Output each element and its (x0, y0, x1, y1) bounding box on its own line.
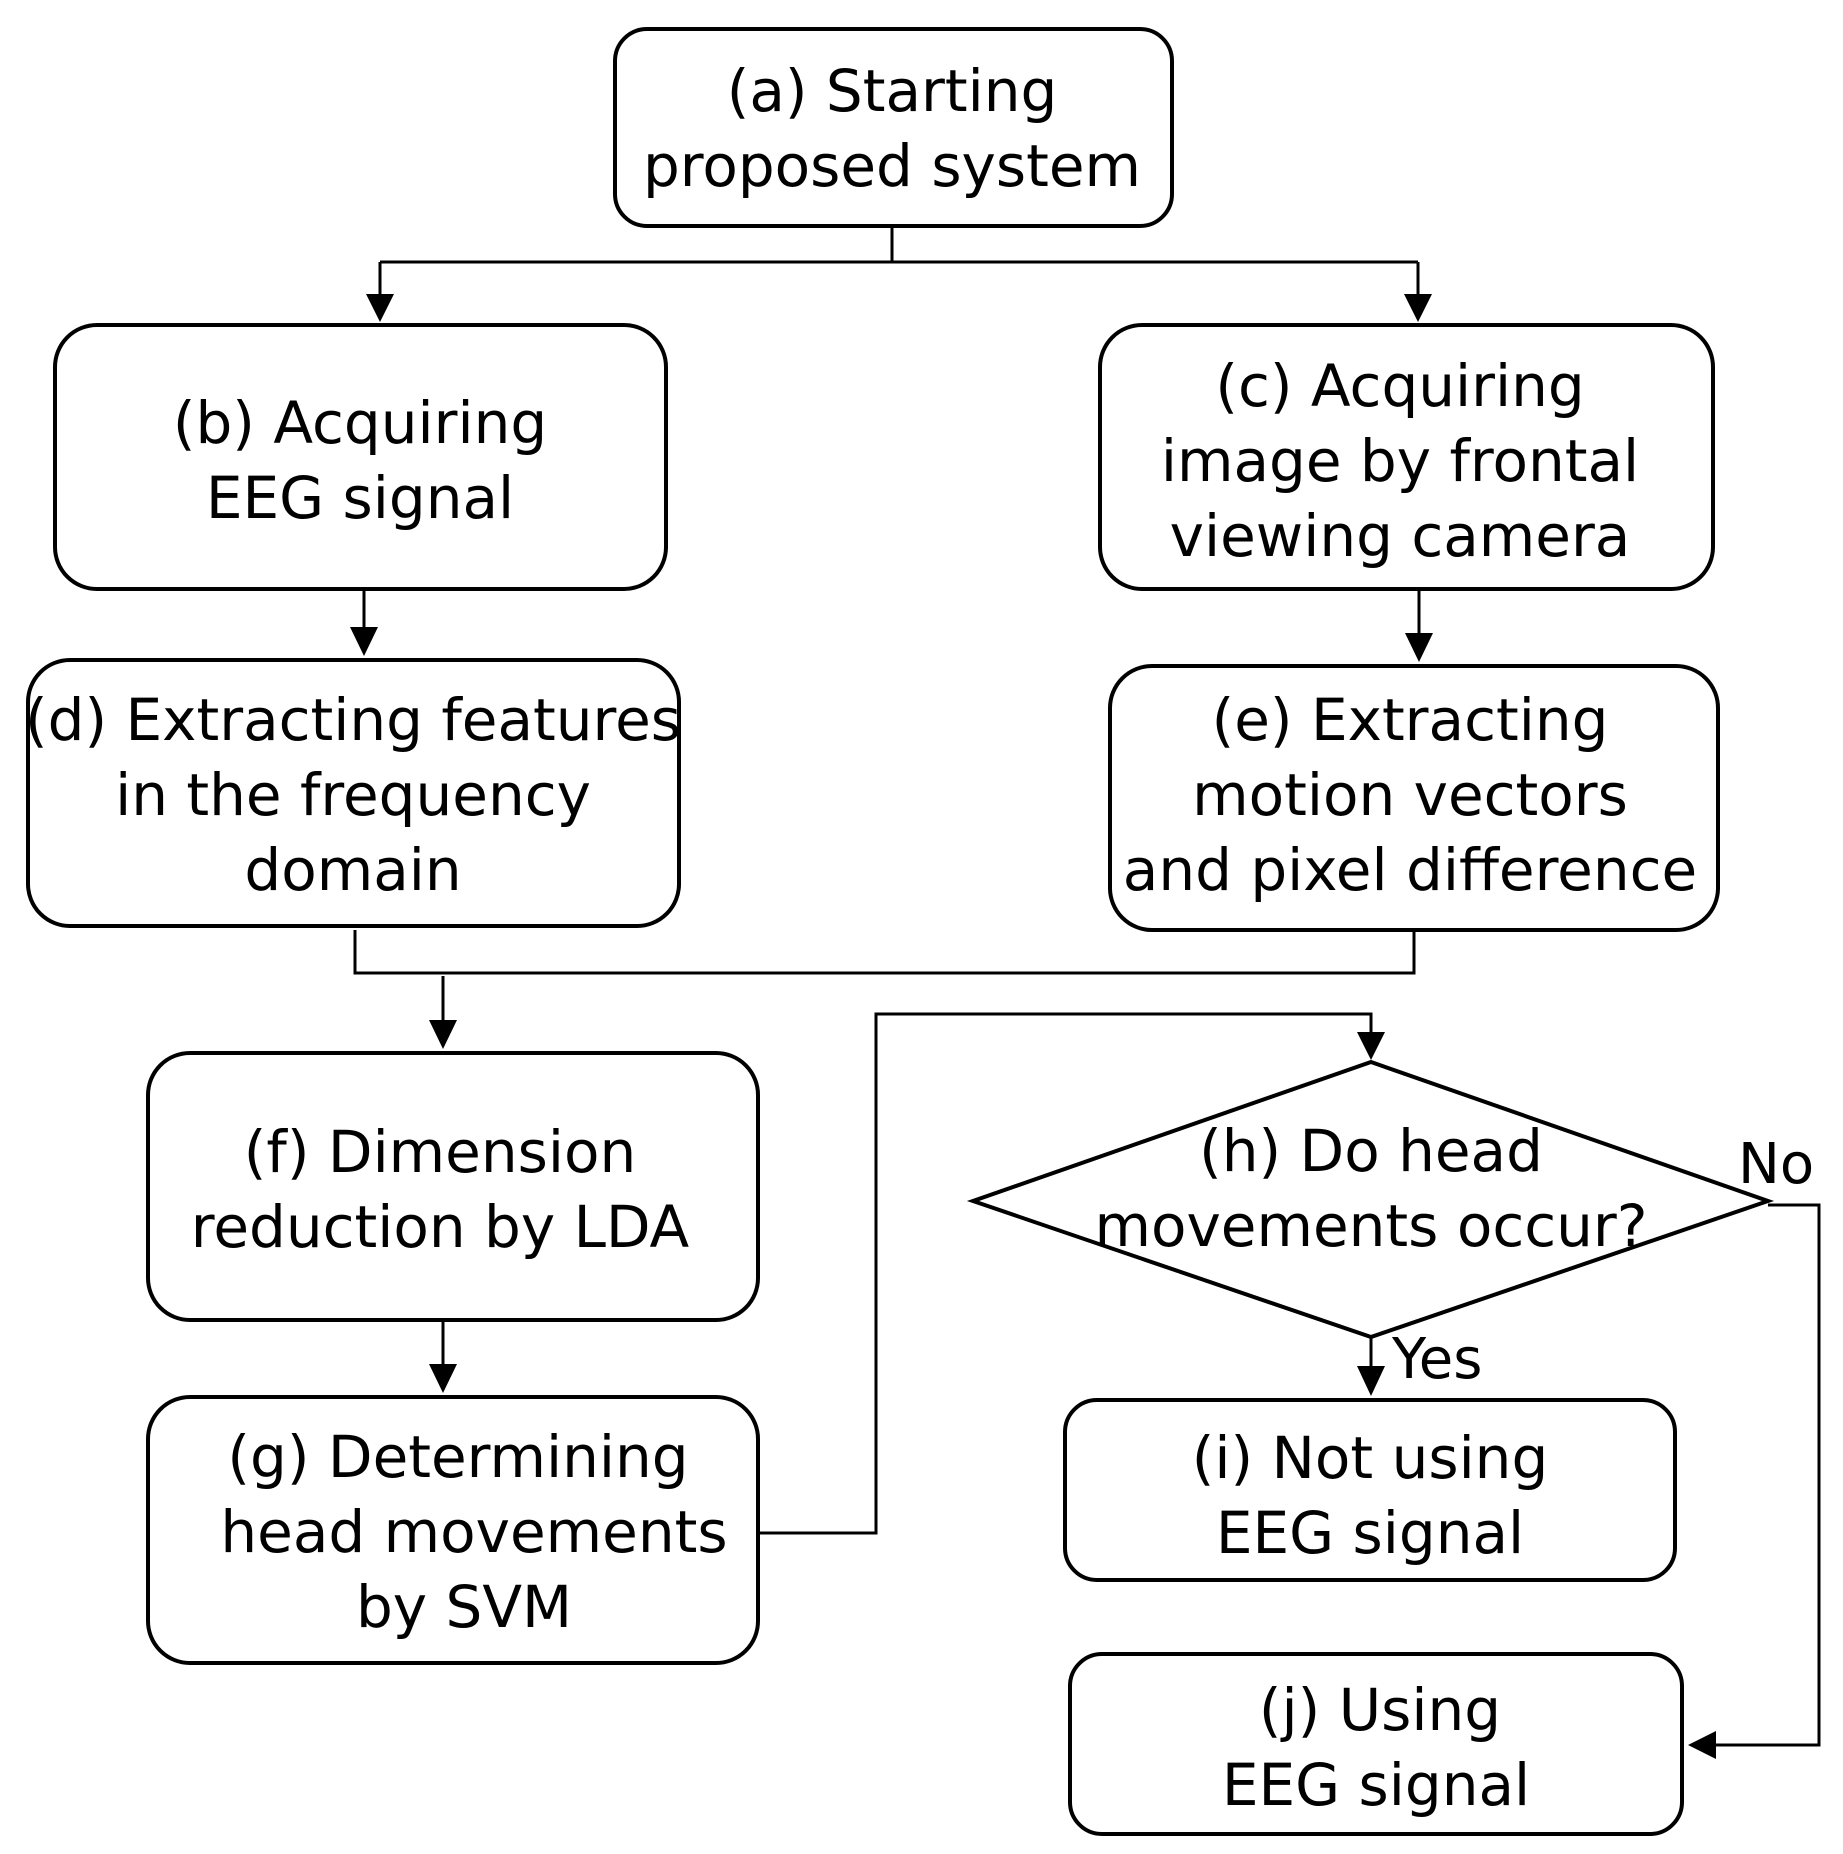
node-e-line1: (e) Extracting (1212, 686, 1609, 754)
connector-d-e-to-f (353, 930, 1416, 1024)
connector-a-to-b-c (378, 228, 1420, 298)
node-a-line2: proposed system (643, 132, 1141, 200)
node-f-lda: (f) Dimension reduction by LDA (146, 1051, 760, 1322)
node-f-line1: (f) Dimension (244, 1118, 636, 1186)
node-h-line1: (h) Do head (1199, 1117, 1543, 1185)
node-c-line2: image by frontal (1161, 427, 1639, 495)
arrowhead-to-d (350, 627, 378, 656)
node-h-decision: (h) Do head movements occur? (966, 1059, 1775, 1340)
node-g-line3: by SVM (356, 1573, 572, 1641)
arrowhead-to-f (429, 1020, 457, 1049)
node-a-line1: (a) Starting (727, 57, 1058, 125)
node-i-line2: EEG signal (1216, 1499, 1524, 1567)
node-b-line2: EEG signal (206, 464, 514, 532)
connector-h-to-j (1712, 1203, 1821, 1747)
node-g-line2: head movements (220, 1498, 727, 1566)
connector-g-to-h (760, 1012, 1373, 1535)
arrowhead-to-h (1357, 1032, 1385, 1060)
arrowhead-to-g (429, 1364, 457, 1393)
node-i-not-using-eeg: (i) Not using EEG signal (1063, 1398, 1677, 1582)
node-j-line2: EEG signal (1222, 1751, 1530, 1819)
arrowhead-to-b (366, 294, 394, 322)
arrowhead-to-c (1404, 294, 1432, 322)
node-d-line3: domain (244, 836, 461, 904)
node-e-line3: and pixel difference (1123, 836, 1697, 904)
edge-label-no: No (1738, 1132, 1814, 1197)
node-b-acquire-eeg: (b) Acquiring EEG signal (53, 323, 668, 591)
node-d-line2: in the frequency (115, 761, 591, 829)
node-c-acquire-image: (c) Acquiring image by frontal viewing c… (1098, 323, 1715, 591)
node-d-line1: (d) Extracting features (25, 686, 681, 754)
arrowhead-to-e (1405, 633, 1433, 662)
arrowhead-to-j (1688, 1731, 1716, 1759)
node-a-start: (a) Starting proposed system (613, 27, 1174, 228)
node-g-svm: (g) Determining head movements by SVM (146, 1395, 760, 1665)
node-d-frequency-features: (d) Extracting features in the frequency… (25, 658, 681, 928)
arrowhead-to-i (1357, 1366, 1385, 1396)
node-f-line2: reduction by LDA (191, 1193, 690, 1261)
node-j-using-eeg: (j) Using EEG signal (1068, 1652, 1684, 1836)
node-e-line2: motion vectors (1192, 761, 1628, 829)
node-g-line1: (g) Determining (227, 1423, 688, 1491)
node-j-line1: (j) Using (1259, 1676, 1501, 1744)
node-e-motion-vectors: (e) Extracting motion vectors and pixel … (1108, 664, 1720, 932)
edge-label-yes: Yes (1391, 1327, 1482, 1392)
node-c-line3: viewing camera (1170, 502, 1631, 570)
node-i-line1: (i) Not using (1192, 1424, 1549, 1492)
node-h-line2: movements occur? (1095, 1192, 1648, 1260)
node-b-line1: (b) Acquiring (173, 389, 547, 457)
node-c-line1: (c) Acquiring (1215, 352, 1584, 420)
